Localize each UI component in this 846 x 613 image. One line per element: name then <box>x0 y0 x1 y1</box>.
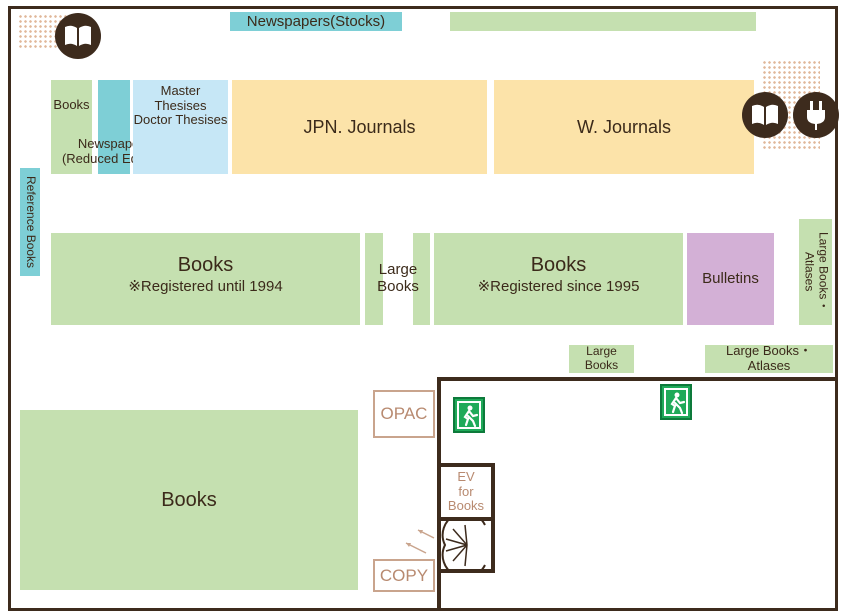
books-since-1995-title: Books <box>530 253 587 276</box>
emergency-exit-icon <box>660 384 692 420</box>
book-icon <box>742 92 788 138</box>
ev-wall-mid <box>439 517 495 521</box>
ev-wall-bottom <box>439 569 495 573</box>
opac-terminal: OPAC <box>373 390 435 438</box>
reference-books-shelf <box>20 168 40 276</box>
outer-wall-right <box>835 6 838 611</box>
inner-wall-vertical <box>437 377 441 611</box>
power-outlet-icon <box>793 92 839 138</box>
large-books-atlases-vertical-shelf: Large Books・Atlases <box>799 219 832 325</box>
w-journals-shelf: W. Journals <box>494 80 754 174</box>
large-books-bottom-shelf: Large Books <box>569 344 634 373</box>
large-books-mid-label: Large Books <box>377 260 419 295</box>
bulletins-shelf: Bulletins <box>687 233 774 325</box>
reference-books-label: Reference Books <box>23 175 38 269</box>
spiral-staircase-icon <box>441 511 491 579</box>
books-since-1995-shelf: Books ※Registered since 1995 <box>434 233 683 325</box>
books-big-shelf: Books <box>20 410 358 590</box>
book-icon <box>55 13 101 59</box>
copy-machine: COPY <box>373 559 435 592</box>
ev-wall-top <box>439 463 495 467</box>
top-shelf-right <box>450 12 756 31</box>
large-books-mid-shelf-left <box>365 233 383 325</box>
newspapers-stocks-shelf: Newspapers(Stocks) <box>230 12 402 31</box>
emergency-exit-icon <box>453 397 485 433</box>
jpn-journals-shelf: JPN. Journals <box>232 80 487 174</box>
outer-wall-bottom <box>8 608 838 611</box>
theses-label: Master Thesises Doctor Thesises <box>133 82 228 128</box>
books-until-1994-shelf: Books ※Registered until 1994 <box>51 233 360 325</box>
large-books-mid-shelf-right <box>413 233 430 325</box>
theses-shelf <box>133 80 228 174</box>
books-since-1995-note: ※Registered since 1995 <box>477 278 640 296</box>
ev-for-books: EV for Books <box>447 468 485 514</box>
books-small-shelf <box>51 80 92 174</box>
books-small-label: Books <box>53 96 90 112</box>
outer-wall-top <box>8 6 838 9</box>
books-until-1994-title: Books <box>177 253 234 276</box>
large-books-atlases-bottom-shelf: Large Books・Atlases <box>705 343 833 373</box>
stair-arrows <box>404 525 440 555</box>
outer-wall-left <box>8 6 11 611</box>
inner-wall-horizontal <box>438 377 838 381</box>
newspapers-reduced-shelf <box>98 80 130 174</box>
books-until-1994-note: ※Registered until 1994 <box>128 278 283 296</box>
